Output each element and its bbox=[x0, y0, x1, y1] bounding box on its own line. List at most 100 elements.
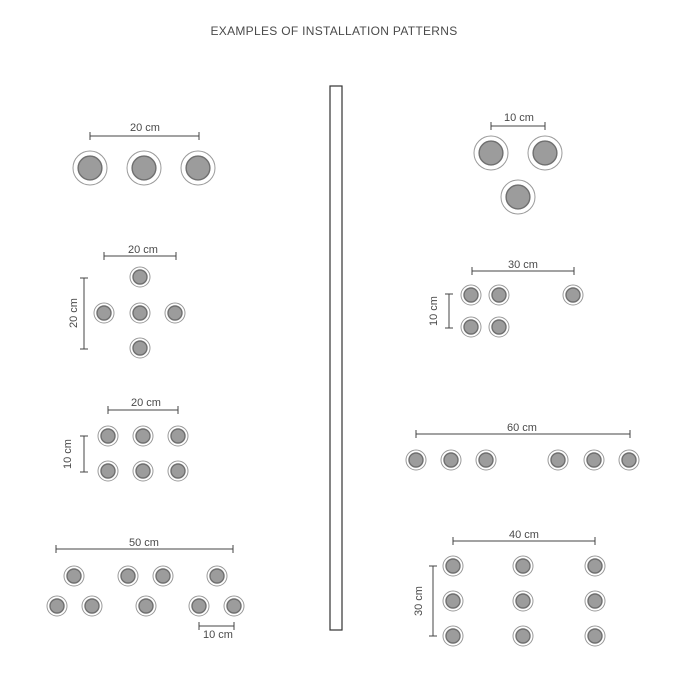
light-fixture bbox=[475, 449, 497, 471]
light-fixture bbox=[129, 337, 151, 359]
fixture-lens bbox=[621, 452, 637, 468]
light-fixture bbox=[562, 284, 584, 306]
fixture-lens bbox=[515, 558, 531, 574]
light-fixtures bbox=[97, 425, 189, 482]
fixture-lens bbox=[445, 593, 461, 609]
light-fixture bbox=[442, 590, 464, 612]
light-fixture bbox=[488, 316, 510, 338]
page-title: EXAMPLES OF INSTALLATION PATTERNS bbox=[210, 24, 457, 38]
fixture-lens bbox=[408, 452, 424, 468]
fixture-lens bbox=[463, 319, 479, 335]
width-label: 20 cm bbox=[130, 122, 160, 134]
width-label: 20 cm bbox=[128, 244, 158, 256]
fixture-lens bbox=[515, 628, 531, 644]
light-fixture bbox=[547, 449, 569, 471]
light-fixture bbox=[206, 565, 228, 587]
fixture-lens bbox=[155, 568, 171, 584]
light-fixtures bbox=[473, 135, 563, 215]
fixture-lens bbox=[49, 598, 65, 614]
fixture-lens bbox=[587, 628, 603, 644]
pattern-square-and-single: 30 cm 10 cm bbox=[428, 259, 584, 338]
fixture-lens bbox=[443, 452, 459, 468]
fixture-lens bbox=[586, 452, 602, 468]
fixture-lens bbox=[565, 287, 581, 303]
fixture-lens bbox=[478, 452, 494, 468]
light-fixtures bbox=[72, 150, 216, 186]
light-fixtures bbox=[93, 266, 186, 359]
width-label: 40 cm bbox=[509, 529, 539, 541]
pattern-grid-two-by-three: 20 cm 10 cm bbox=[62, 397, 189, 482]
spacing-label: 10 cm bbox=[203, 629, 233, 641]
light-fixture bbox=[132, 460, 154, 482]
light-fixture bbox=[584, 590, 606, 612]
fixture-lens bbox=[226, 598, 242, 614]
pattern-cross-of-five: 20 cm 20 cm bbox=[68, 244, 186, 359]
light-fixture bbox=[97, 460, 119, 482]
pattern-two-rows-of-three: 60 cm bbox=[405, 422, 640, 471]
light-fixture bbox=[583, 449, 605, 471]
width-label: 60 cm bbox=[507, 422, 537, 434]
fixture-lens bbox=[491, 287, 507, 303]
light-fixture bbox=[97, 425, 119, 447]
light-fixture bbox=[167, 460, 189, 482]
light-fixture bbox=[405, 449, 427, 471]
light-fixture bbox=[164, 302, 186, 324]
fixture-lens bbox=[191, 598, 207, 614]
fixture-lens bbox=[463, 287, 479, 303]
height-label: 20 cm bbox=[68, 298, 80, 328]
height-label: 10 cm bbox=[428, 296, 440, 326]
fixture-lens bbox=[96, 305, 112, 321]
fixture-lens bbox=[135, 463, 151, 479]
fixture-lens bbox=[445, 628, 461, 644]
light-fixture bbox=[460, 284, 482, 306]
light-fixture bbox=[500, 179, 536, 215]
fixture-lens bbox=[170, 463, 186, 479]
light-fixture bbox=[63, 565, 85, 587]
light-fixture bbox=[46, 595, 68, 617]
light-fixture bbox=[512, 625, 534, 647]
pattern-grid-three-by-three: 40 cm 30 cm bbox=[413, 529, 606, 647]
fixture-lens bbox=[445, 558, 461, 574]
light-fixture bbox=[223, 595, 245, 617]
fixture-lens bbox=[170, 428, 186, 444]
fixture-lens bbox=[478, 140, 504, 166]
fixture-lens bbox=[491, 319, 507, 335]
fixture-lens bbox=[132, 340, 148, 356]
light-fixture bbox=[152, 565, 174, 587]
light-fixture bbox=[81, 595, 103, 617]
fixture-lens bbox=[505, 184, 531, 210]
width-label: 30 cm bbox=[508, 259, 538, 271]
fixture-lens bbox=[132, 269, 148, 285]
center-divider bbox=[329, 85, 343, 631]
light-fixture bbox=[129, 302, 151, 324]
light-fixture bbox=[129, 266, 151, 288]
light-fixture bbox=[442, 625, 464, 647]
light-fixture bbox=[527, 135, 563, 171]
height-label: 10 cm bbox=[62, 439, 74, 469]
width-label: 50 cm bbox=[129, 537, 159, 549]
pattern-staggered-ten: 50 cm 10 cm bbox=[46, 537, 245, 641]
light-fixture bbox=[460, 316, 482, 338]
light-fixture bbox=[512, 590, 534, 612]
fixture-lens bbox=[587, 558, 603, 574]
fixture-lens bbox=[66, 568, 82, 584]
light-fixture bbox=[93, 302, 115, 324]
fixture-lens bbox=[100, 428, 116, 444]
fixture-lens bbox=[209, 568, 225, 584]
light-fixture bbox=[117, 565, 139, 587]
light-fixture bbox=[188, 595, 210, 617]
light-fixture bbox=[584, 625, 606, 647]
fixture-lens bbox=[532, 140, 558, 166]
fixture-lens bbox=[131, 155, 157, 181]
fixture-lens bbox=[550, 452, 566, 468]
light-fixtures bbox=[460, 284, 584, 338]
light-fixture bbox=[440, 449, 462, 471]
width-label: 20 cm bbox=[131, 397, 161, 409]
light-fixture bbox=[167, 425, 189, 447]
fixture-lens bbox=[515, 593, 531, 609]
light-fixtures bbox=[46, 565, 245, 617]
fixture-lens bbox=[135, 428, 151, 444]
light-fixture bbox=[126, 150, 162, 186]
fixture-lens bbox=[132, 305, 148, 321]
light-fixture bbox=[442, 555, 464, 577]
